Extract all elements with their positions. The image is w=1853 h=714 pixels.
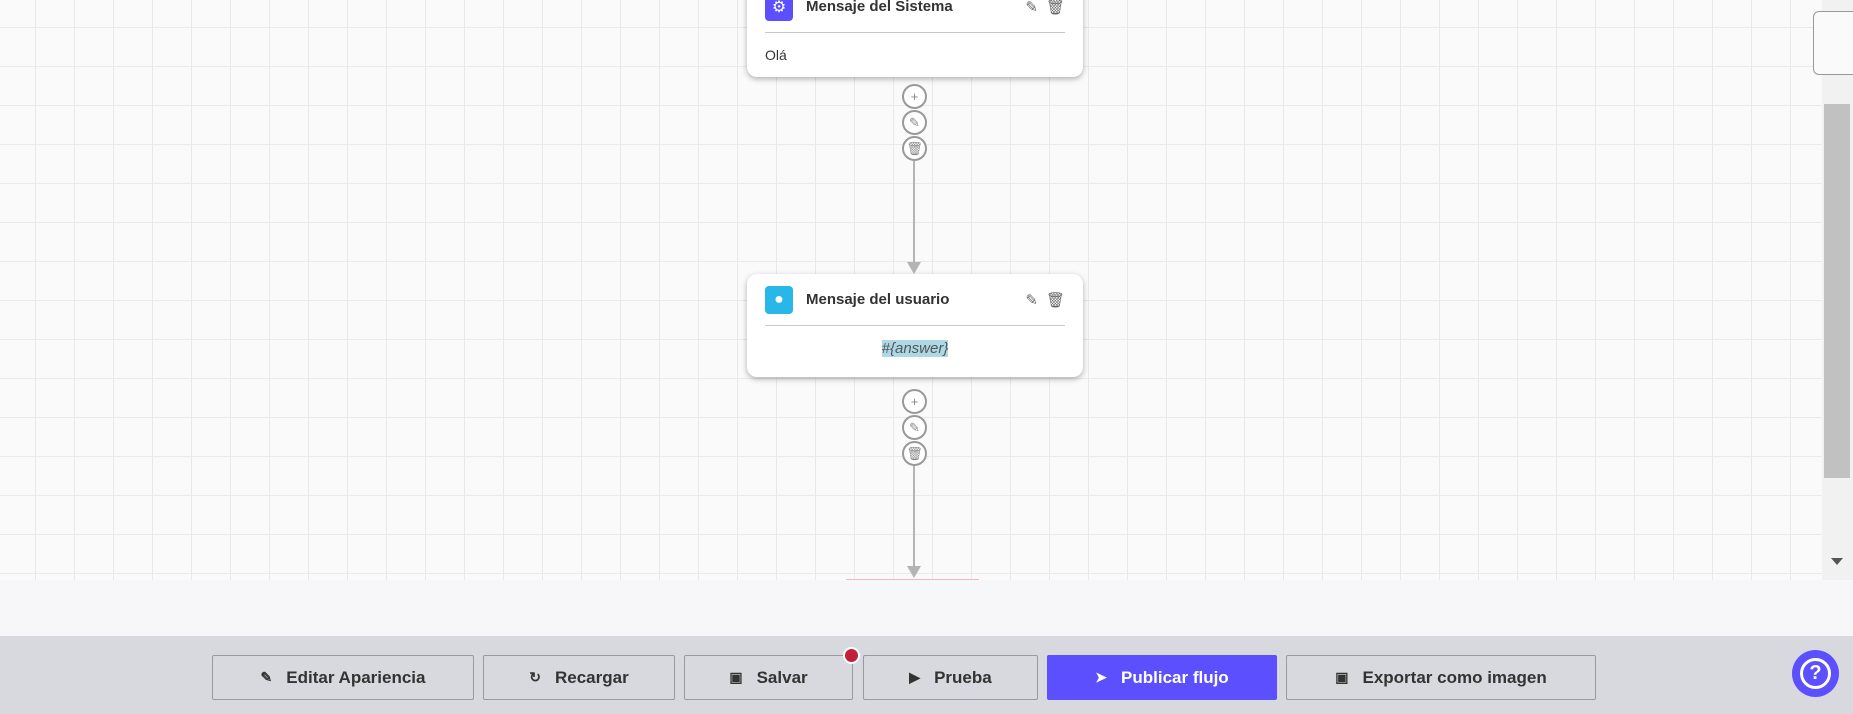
robot-icon: ⚙ bbox=[765, 0, 793, 21]
image-icon: ▣ bbox=[1335, 669, 1349, 685]
node-text: Olá bbox=[765, 47, 787, 63]
node-title: Mensaje del Sistema bbox=[806, 0, 953, 15]
test-button[interactable]: ▶Prueba bbox=[863, 655, 1038, 700]
trash-icon[interactable]: 🗑 bbox=[1045, 0, 1065, 16]
minimap[interactable] bbox=[1813, 11, 1853, 75]
user-icon: ● bbox=[765, 285, 793, 314]
pencil-icon[interactable]: ✎ bbox=[1025, 0, 1038, 16]
arrow-head bbox=[907, 262, 921, 274]
edit-icon: ✎ bbox=[260, 669, 273, 685]
connector-line bbox=[913, 161, 915, 263]
refresh-icon: ↻ bbox=[529, 669, 541, 685]
node-user-message[interactable]: ● Mensaje del usuario ✎ 🗑 #{answer} bbox=[747, 274, 1083, 377]
edit-appearance-button[interactable]: ✎Editar Apariencia bbox=[212, 655, 474, 700]
save-button[interactable]: ▣Salvar bbox=[684, 655, 853, 700]
reload-button[interactable]: ↻Recargar bbox=[483, 655, 675, 700]
delete-connection-button[interactable]: 🗑 bbox=[902, 441, 927, 466]
edit-connection-button[interactable]: ✎ bbox=[902, 415, 927, 440]
add-node-button[interactable]: + bbox=[902, 389, 927, 414]
rocket-icon: ➤ bbox=[1095, 669, 1108, 685]
node-system-message[interactable]: ⚙ Mensaje del Sistema ✎ 🗑 Olá bbox=[747, 0, 1083, 77]
help-button[interactable]: ? bbox=[1792, 650, 1839, 697]
delete-connection-button[interactable]: 🗑 bbox=[902, 136, 927, 161]
pencil-icon[interactable]: ✎ bbox=[1025, 291, 1038, 309]
arrow-head bbox=[907, 566, 921, 578]
floppy-icon: ▣ bbox=[729, 669, 743, 685]
export-image-button[interactable]: ▣Exportar como imagen bbox=[1286, 655, 1596, 700]
unsaved-indicator bbox=[843, 647, 860, 664]
trash-icon[interactable]: 🗑 bbox=[1045, 291, 1065, 309]
play-icon: ▶ bbox=[909, 669, 921, 685]
connector-line bbox=[913, 466, 915, 568]
add-node-button[interactable]: + bbox=[902, 84, 927, 109]
edit-connection-button[interactable]: ✎ bbox=[902, 110, 927, 135]
scroll-down-arrow[interactable] bbox=[1831, 558, 1843, 565]
next-node-edge bbox=[846, 579, 979, 580]
flow-canvas[interactable]: ⚙ Mensaje del Sistema ✎ 🗑 Olá + ✎ 🗑 ● Me… bbox=[0, 0, 1822, 580]
publish-flow-button[interactable]: ➤Publicar flujo bbox=[1047, 655, 1277, 700]
variable-text: #{answer} bbox=[881, 340, 949, 357]
question-icon: ? bbox=[1800, 658, 1831, 689]
node-title: Mensaje del usuario bbox=[806, 291, 950, 308]
scrollbar-thumb[interactable] bbox=[1824, 104, 1850, 478]
bottom-toolbar: ✎Editar Apariencia ↻Recargar ▣Salvar ▶Pr… bbox=[0, 636, 1853, 714]
